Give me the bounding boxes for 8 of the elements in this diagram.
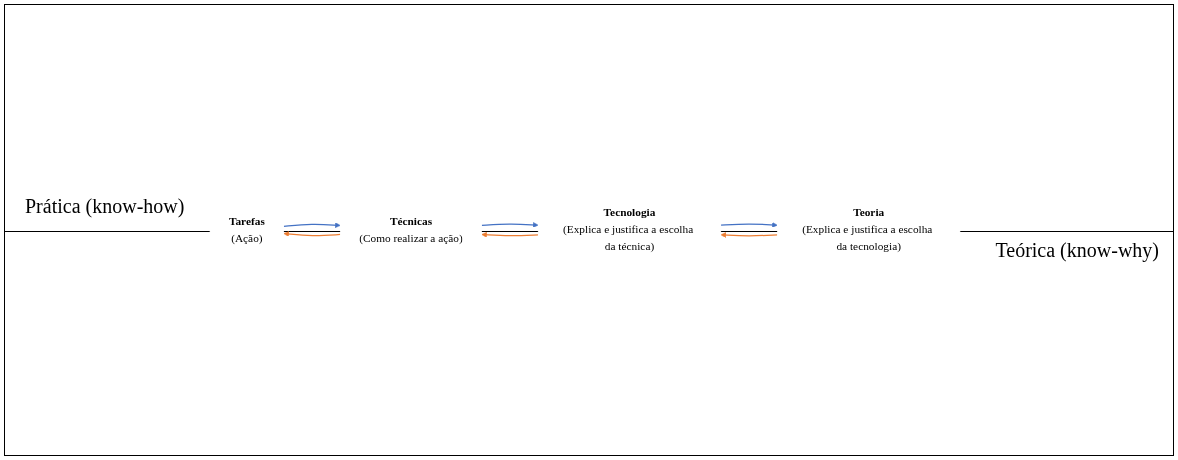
arrow [481, 232, 539, 238]
section-label: Teórica (know-why) [995, 239, 1159, 262]
arrow [720, 222, 778, 228]
arrow [283, 222, 341, 228]
section-label: Prática (know-how) [25, 195, 185, 218]
arrow [480, 222, 539, 228]
arrow [720, 232, 779, 238]
arrow [283, 231, 341, 237]
